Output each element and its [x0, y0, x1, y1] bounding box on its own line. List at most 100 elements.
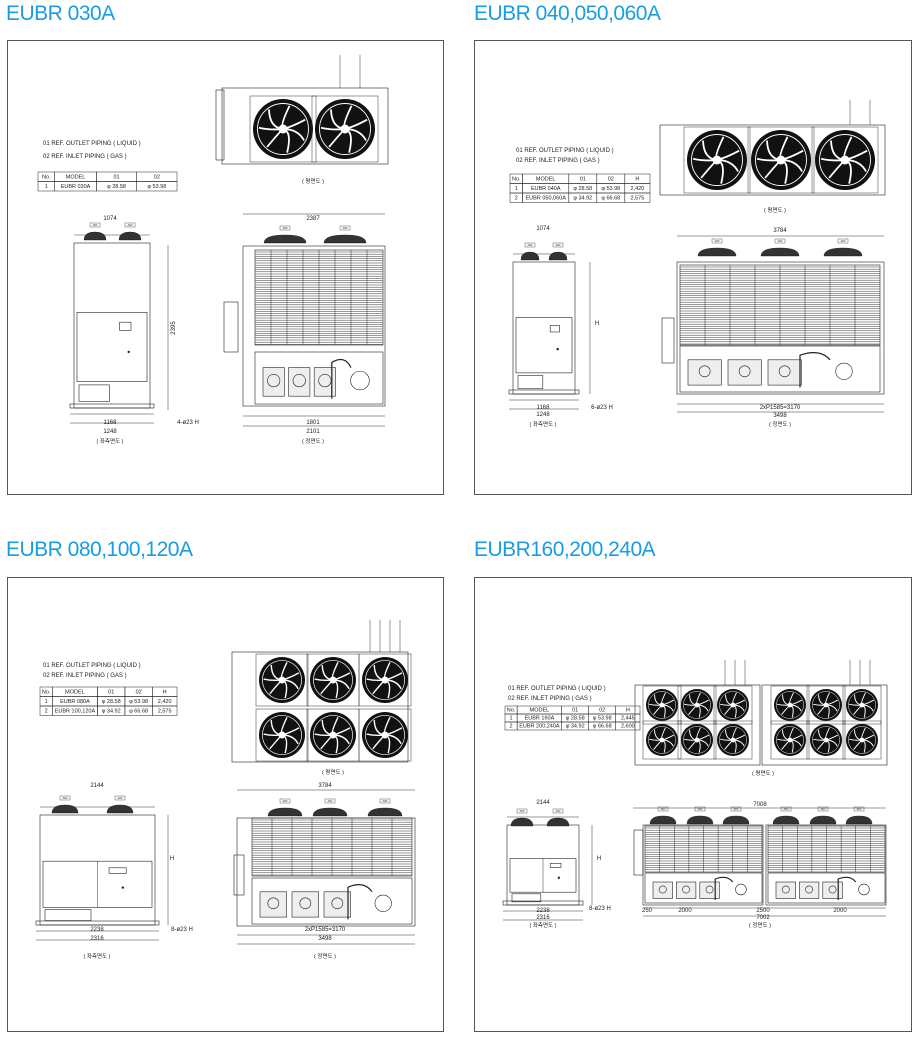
- compressor-motor: [682, 885, 691, 894]
- compressor-side: [511, 893, 542, 903]
- front-view-body-right: [765, 824, 887, 906]
- door-lock: [557, 876, 561, 879]
- fan-cap: [809, 815, 837, 825]
- dim-seg-1: 250: [642, 908, 653, 914]
- air-label: AIR: [117, 796, 123, 800]
- plan-view-body-left: [634, 684, 761, 766]
- air-label-box: [524, 242, 536, 248]
- table-cell: [136, 181, 178, 192]
- fan-cap: [845, 815, 873, 825]
- dim-front-width: 7008: [753, 802, 767, 808]
- fan-housing: [806, 720, 846, 760]
- compressor: [288, 367, 311, 397]
- dim-front-inner: 1801: [306, 420, 320, 426]
- air-label: AIR: [92, 223, 98, 227]
- caption-plan: ( 평면도 ): [302, 177, 324, 185]
- fan-guard: [691, 134, 743, 186]
- air-label-box: [774, 238, 786, 244]
- air-label: AIR: [555, 809, 561, 813]
- fan-hub: [694, 702, 700, 708]
- fan-cap: [546, 817, 570, 827]
- compressor: [259, 891, 287, 918]
- front-view-body: [242, 245, 386, 407]
- table-header: MODEL: [530, 708, 550, 714]
- compressor: [799, 881, 820, 899]
- compressor-side: [44, 909, 92, 921]
- table-cell-text: φ 28.58: [107, 184, 126, 190]
- machinery-bay: [767, 872, 886, 904]
- receiver: [835, 362, 853, 380]
- machinery-bay: [644, 872, 763, 904]
- table-header: No.: [507, 708, 516, 714]
- compressor-side: [517, 375, 544, 390]
- fan-cap: [760, 247, 800, 257]
- fan-guard: [648, 726, 676, 754]
- dim-side-width: 1074: [103, 216, 117, 222]
- compressor-motor: [267, 374, 281, 388]
- pipe: [714, 876, 734, 900]
- dim-holes: 8-ø23 H: [589, 906, 611, 912]
- air-label-box: [711, 238, 723, 244]
- caption-front: ( 정면도 ): [749, 921, 771, 929]
- plan-view-body: [231, 651, 409, 763]
- air-label: AIR: [660, 807, 666, 811]
- dim-front-width: 2387: [306, 216, 320, 222]
- dim-height: H: [595, 321, 599, 327]
- table-cell-text: 1: [45, 699, 48, 705]
- fan-cap: [323, 234, 367, 244]
- panel-display: [549, 863, 562, 868]
- compressor: [652, 881, 673, 899]
- compressor: [687, 359, 722, 386]
- dim-front-outer: 3498: [318, 936, 332, 942]
- fan-cap: [772, 815, 800, 825]
- table-header: 01: [113, 175, 119, 181]
- caption-left: ( 좌측면도 ): [530, 921, 557, 929]
- dim-height: H: [597, 856, 601, 862]
- drawing-panel-4: [474, 577, 912, 1032]
- air-label: AIR: [342, 226, 348, 230]
- dim-side-outer: 1248: [536, 412, 550, 418]
- dim-holes: 8-ø23 H: [171, 927, 193, 933]
- caption-left: ( 좌측면도 ): [97, 437, 124, 445]
- compressor-motor: [292, 374, 306, 388]
- pipe: [331, 358, 352, 399]
- fan-hub: [340, 124, 350, 134]
- table-cell-text: 2,575: [158, 709, 172, 715]
- legend-outlet: 01 REF. OUTLET PIPING ( LIQUID ): [43, 663, 141, 669]
- table-cell-text: EUBR 200,240A: [519, 724, 560, 730]
- machinery-bay: [251, 877, 413, 925]
- air-label-box: [552, 808, 564, 814]
- fan-guard: [313, 660, 353, 700]
- panel-title-2: EUBR 040,050,060A: [474, 2, 661, 25]
- drawing-panel-3: [7, 577, 444, 1032]
- door-lock: [121, 886, 125, 889]
- dim-front-inner: 2xP1585=3170: [305, 927, 346, 933]
- table-cell: [615, 721, 641, 731]
- air-label: AIR: [697, 807, 703, 811]
- table-header: No.: [42, 175, 51, 181]
- table-header: H: [163, 690, 167, 696]
- compressor-motor: [781, 885, 790, 894]
- dim-holes: 6-ø23 H: [591, 405, 613, 411]
- panel-title-3: EUBR 080,100,120A: [6, 538, 193, 561]
- panel-display: [549, 325, 560, 333]
- table-header: MODEL: [65, 690, 85, 696]
- fan-cap: [722, 815, 750, 825]
- fan-guard: [648, 691, 676, 719]
- air-label-box: [124, 222, 136, 228]
- air-label: AIR: [382, 799, 388, 803]
- fan-hub: [730, 702, 736, 708]
- air-label-box: [59, 795, 71, 801]
- plan-view-body-right: [761, 684, 888, 766]
- air-label: AIR: [783, 807, 789, 811]
- table-cell-text: 2,600: [621, 724, 635, 730]
- fan-guard: [812, 691, 840, 719]
- fan-guard: [257, 103, 309, 155]
- panel-1-labels: 01 REF. OUTLET PIPING ( LIQUID ) 02 REF.…: [43, 141, 324, 445]
- fan-guard: [313, 715, 353, 755]
- panel-4-labels: 01 REF. OUTLET PIPING ( LIQUID ) 02 REF.…: [508, 686, 847, 929]
- air-label-box: [730, 806, 742, 812]
- fan-hub: [823, 737, 829, 743]
- table-cell-text: 2,420: [158, 699, 172, 705]
- compressor-motor: [267, 897, 280, 910]
